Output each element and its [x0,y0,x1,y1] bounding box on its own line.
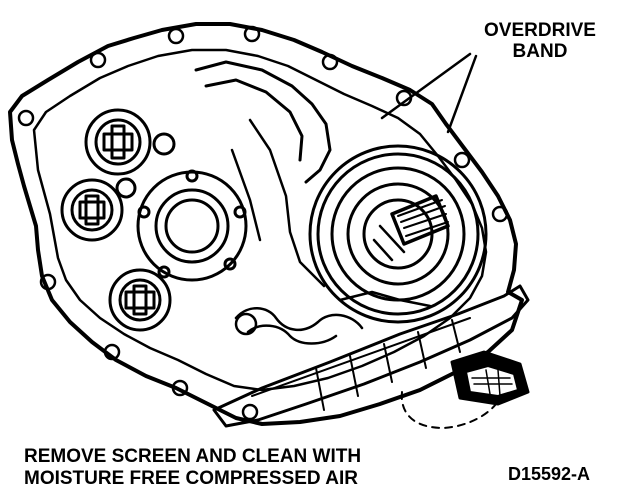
center-bore [136,169,248,282]
caption-line-1: REMOVE SCREEN AND CLEAN WITH [24,446,362,467]
left-valve-bores [60,108,176,332]
case-inner-flange [32,48,488,392]
figure-code: D15592-A [508,464,591,484]
center-web-passage [230,118,326,288]
lower-bolt-boss [234,312,258,336]
screen-removal-path [400,391,497,429]
top-channel-passage [194,60,332,184]
perimeter-bolt-bosses [17,25,509,421]
overdrive-band-drum [308,144,488,324]
lower-passages [234,290,432,345]
screen-plate [212,284,530,428]
filter-screen [450,350,530,406]
callout-line-2: BAND [512,41,568,62]
overdrive-band-callout: OVERDRIVE BAND [462,20,618,62]
callout-line-1: OVERDRIVE [484,20,596,41]
instruction-caption: REMOVE SCREEN AND CLEAN WITH MOISTURE FR… [24,446,361,490]
caption-line-2: MOISTURE FREE COMPRESSED AIR [24,468,358,489]
screen-plate-ribs [251,317,471,411]
callout-leaders [380,52,478,134]
case-outer-outline [8,22,524,426]
